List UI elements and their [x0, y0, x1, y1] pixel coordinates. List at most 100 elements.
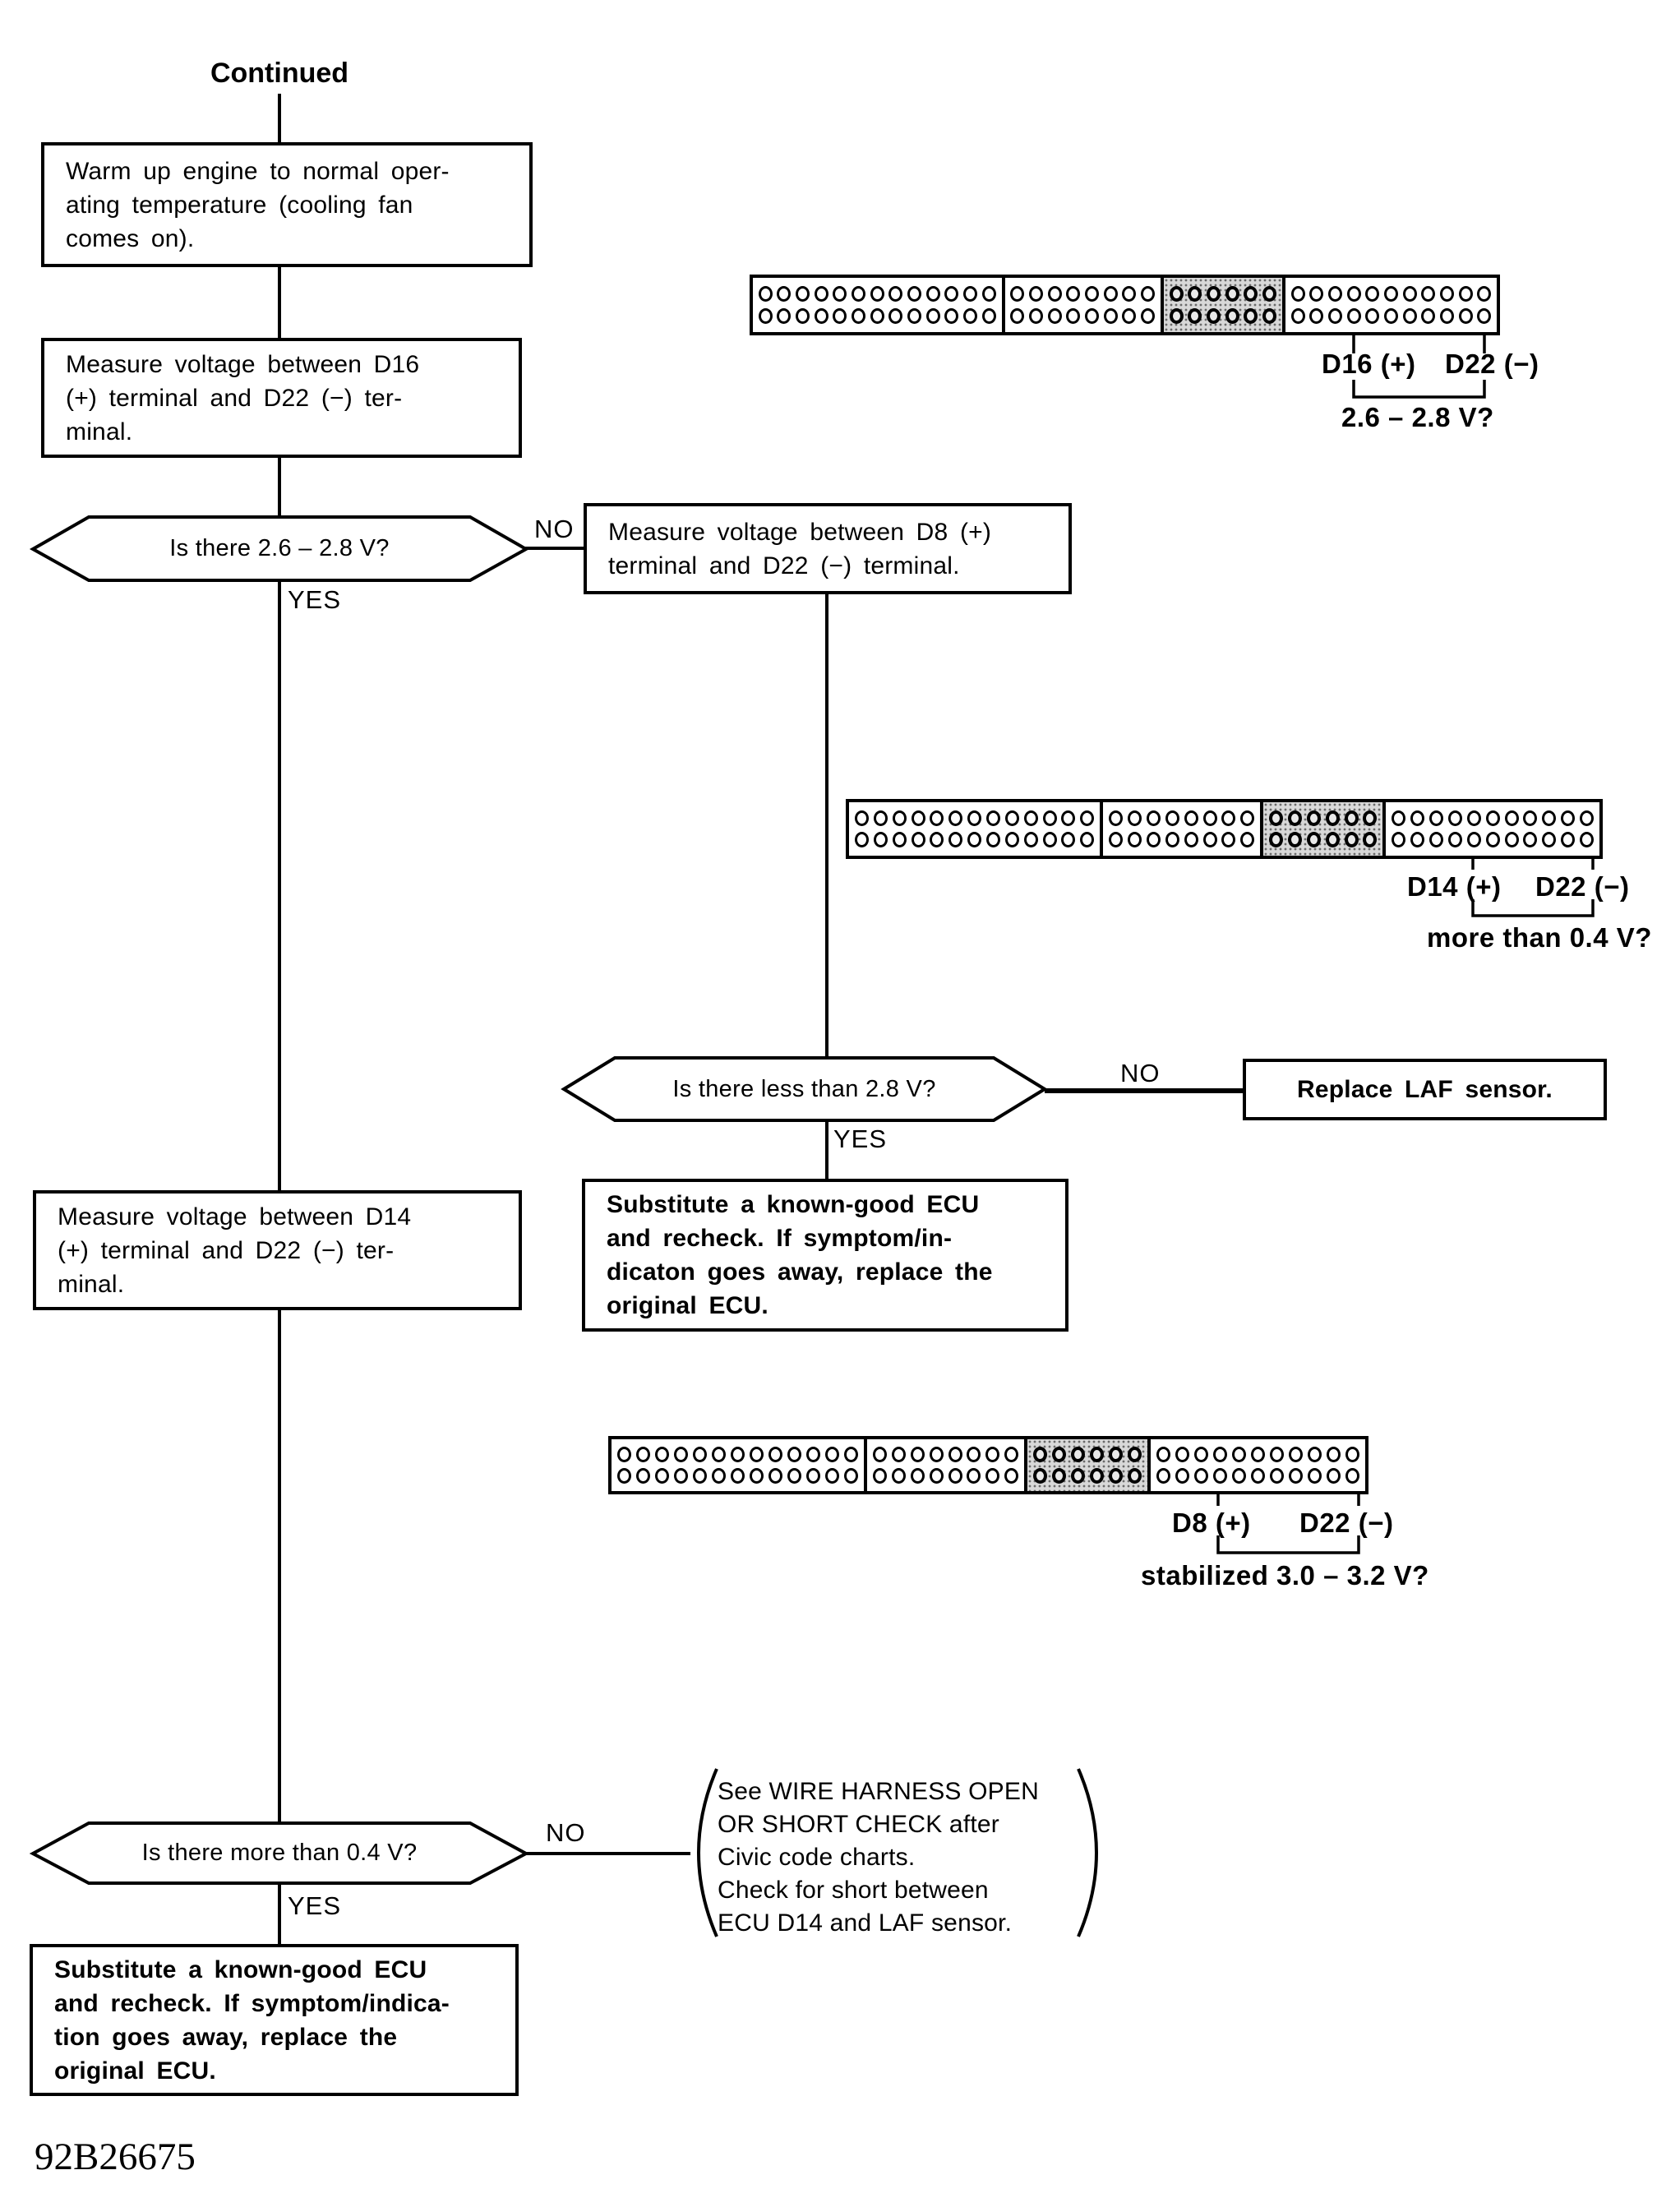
pin-hole — [1458, 308, 1473, 324]
pin-hole — [1523, 810, 1538, 826]
pin-hole — [1421, 286, 1436, 302]
step-box-replace-laf: Replace LAF sensor. — [1243, 1059, 1607, 1120]
pin-hole — [1221, 810, 1236, 826]
pin-hole — [1206, 286, 1221, 302]
pin-hole — [892, 832, 907, 848]
pin-row — [1267, 810, 1379, 826]
pin-hole — [1165, 832, 1179, 848]
pin-hole — [1232, 1468, 1247, 1484]
pin-hole — [1240, 832, 1255, 848]
pin-hole — [1439, 286, 1454, 302]
pin-hole — [910, 1468, 925, 1484]
pin-hole — [692, 1468, 707, 1484]
step-text: Substitute a known-good ECU and recheck.… — [54, 1955, 450, 2085]
pin-hole — [854, 810, 869, 826]
pin-hole — [967, 810, 982, 826]
pin-hole — [1109, 832, 1124, 848]
pin-hole — [1010, 286, 1025, 302]
decision-shape-d14 — [29, 1821, 530, 1885]
pin-hole — [985, 1468, 1000, 1484]
pin-hole — [1383, 286, 1398, 302]
pin-hole — [981, 286, 996, 302]
pin-hole — [1466, 832, 1481, 848]
voltage-question-1: 2.6 – 2.8 V? — [1341, 402, 1494, 432]
pin-hole — [963, 308, 978, 324]
pin-hole — [1029, 286, 1044, 302]
pin-hole — [1156, 1447, 1171, 1462]
pin-hole — [1023, 810, 1038, 826]
pin-hole — [1345, 1468, 1359, 1484]
decision-label-d16: Is there 2.6 – 2.8 V? — [169, 535, 390, 561]
pin-hole — [1042, 832, 1057, 848]
pin-label-d8-pos: D8 (+) — [1172, 1508, 1251, 1538]
pin-hole — [873, 810, 888, 826]
connector-segment — [863, 1439, 1025, 1491]
pin-hole — [758, 308, 773, 324]
pin-hole — [985, 832, 1000, 848]
pin-hole — [891, 1447, 906, 1462]
pin-hole — [1225, 286, 1239, 302]
pin-hole — [730, 1447, 745, 1462]
pin-hole — [873, 832, 888, 848]
pin-hole — [1392, 832, 1406, 848]
pin-hole — [1128, 832, 1142, 848]
pin-hole — [1221, 832, 1236, 848]
ecu-connector-strip-d16 — [750, 275, 1500, 335]
pin-hole — [1140, 286, 1155, 302]
pin-hole — [1289, 1468, 1304, 1484]
pin-hole — [1561, 832, 1576, 848]
pin-hole — [1327, 286, 1342, 302]
pin-hole — [1109, 1447, 1124, 1462]
pin-hole — [1213, 1468, 1228, 1484]
pin-label-d16-pos: D16 (+) — [1322, 349, 1416, 379]
step-box-measure-d16: Measure voltage between D16 (+) terminal… — [41, 338, 522, 458]
pin-hole — [911, 810, 925, 826]
pin-hole — [768, 1447, 782, 1462]
pin-hole — [963, 286, 978, 302]
pin-hole — [758, 286, 773, 302]
pin-hole — [1344, 832, 1359, 848]
pin-hole — [787, 1447, 801, 1462]
pin-hole — [1071, 1468, 1086, 1484]
pin-hole — [925, 286, 940, 302]
pin-row — [1167, 286, 1279, 302]
pin-hole — [843, 1447, 858, 1462]
pin-hole — [1251, 1468, 1266, 1484]
pin-hole — [1071, 1447, 1086, 1462]
pin-hole — [911, 832, 925, 848]
pin-hole — [892, 810, 907, 826]
pin-hole — [1306, 810, 1321, 826]
pin-hole — [967, 1447, 981, 1462]
pin-hole — [1194, 1468, 1209, 1484]
pin-hole — [1169, 286, 1184, 302]
pin-hole — [1392, 810, 1406, 826]
pin-hole — [1109, 810, 1124, 826]
pin-label-d14-pos: D14 (+) — [1407, 871, 1502, 902]
pin-hole — [824, 1447, 839, 1462]
pin-row — [870, 1468, 1022, 1484]
pin-hole — [1402, 286, 1417, 302]
pin-hole — [1262, 286, 1276, 302]
pin-row — [1106, 832, 1257, 848]
no-label-1: NO — [534, 515, 575, 543]
step-box-warm-up: Warm up engine to normal oper- ating tem… — [41, 142, 533, 267]
pin-hole — [1175, 1468, 1190, 1484]
pin-hole — [1023, 832, 1038, 848]
connector-segment — [753, 278, 1002, 332]
pin-hole — [673, 1447, 688, 1462]
pin-hole — [616, 1468, 631, 1484]
pin-hole — [833, 286, 847, 302]
pin-hole — [967, 1468, 981, 1484]
pin-hole — [1033, 1447, 1048, 1462]
pin-hole — [1122, 286, 1137, 302]
figure-code: 92B26675 — [35, 2135, 196, 2178]
pin-hole — [1184, 832, 1198, 848]
pin-hole — [1421, 308, 1436, 324]
connector-segment — [1147, 1439, 1365, 1491]
pin-hole — [872, 1447, 887, 1462]
pin-hole — [814, 308, 828, 324]
pin-hole — [1175, 1447, 1190, 1462]
pin-hole — [907, 308, 922, 324]
